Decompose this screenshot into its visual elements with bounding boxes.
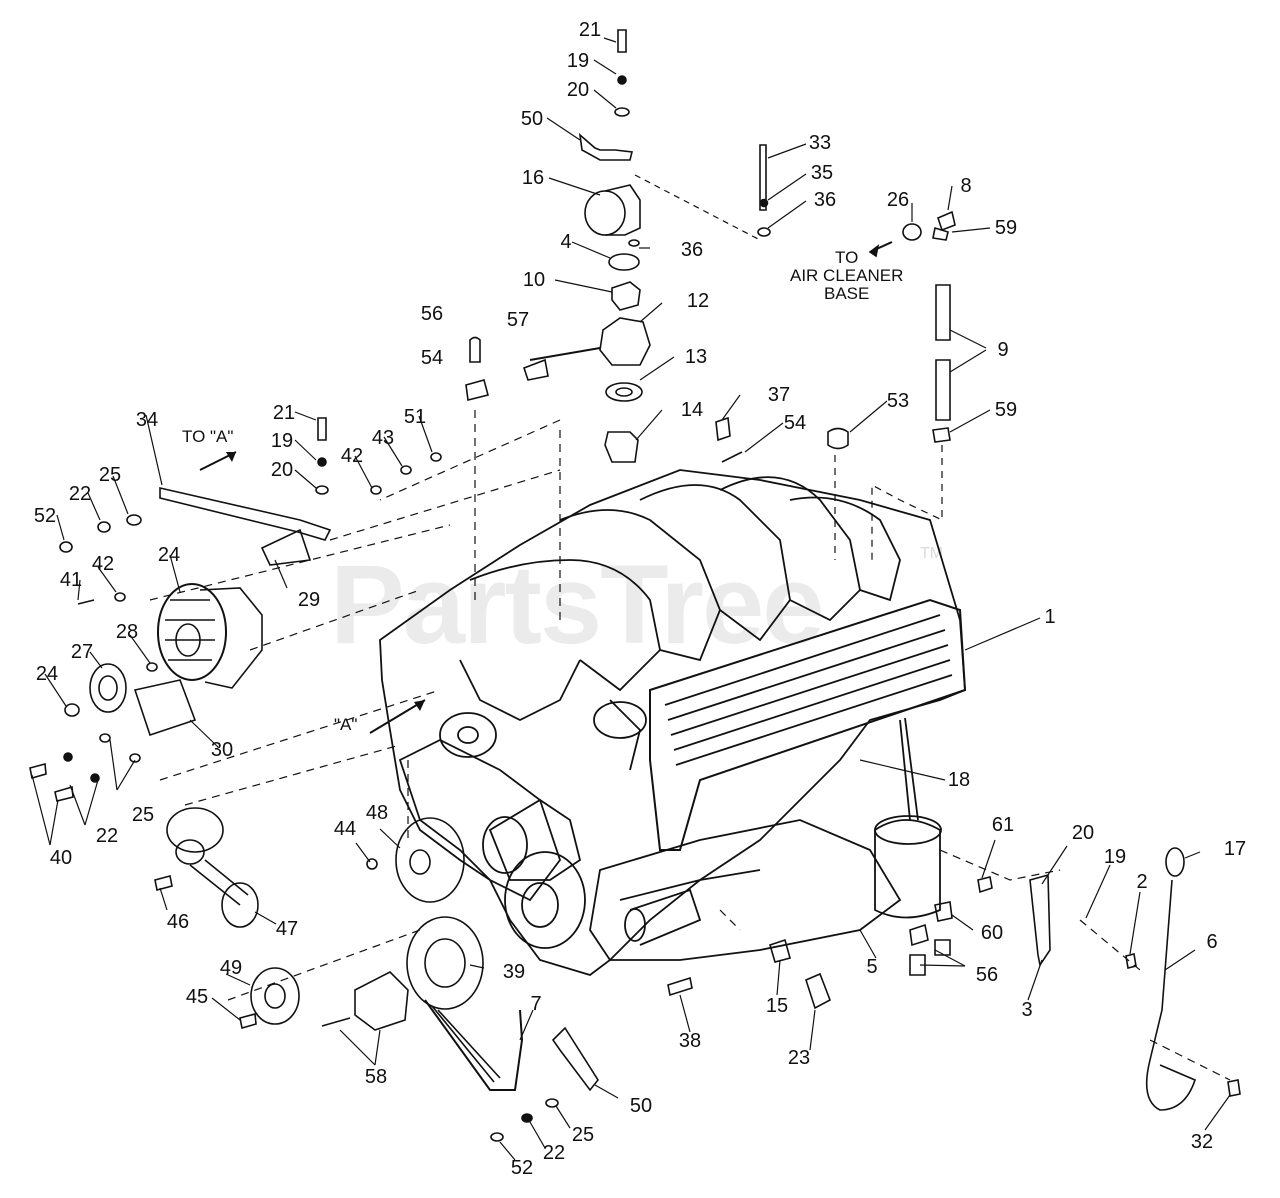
callout-37[interactable]: 37	[767, 384, 791, 406]
callout-39[interactable]: 39	[502, 961, 526, 983]
callout-9[interactable]: 9	[997, 339, 1009, 361]
callout-43[interactable]: 43	[371, 427, 395, 449]
callout-19[interactable]: 19	[1103, 846, 1127, 868]
callout-20[interactable]: 20	[1071, 822, 1095, 844]
callout-54[interactable]: 54	[420, 347, 444, 369]
watermark-trademark: TM	[920, 545, 944, 562]
callout-8[interactable]: 8	[960, 175, 972, 197]
callout-22[interactable]: 22	[542, 1142, 566, 1164]
callout-51[interactable]: 51	[403, 406, 427, 428]
callout-36[interactable]: 36	[813, 189, 837, 211]
hose-assembly	[715, 210, 956, 560]
leader-lines	[31, 37, 1231, 1161]
callout-38[interactable]: 38	[678, 1030, 702, 1052]
callout-54[interactable]: 54	[783, 412, 807, 434]
callout-53[interactable]: 53	[886, 390, 910, 412]
callout-57[interactable]: 57	[506, 309, 530, 331]
callout-29[interactable]: 29	[297, 589, 321, 611]
callout-59[interactable]: 59	[994, 217, 1018, 239]
note-a-mark: "A"	[334, 715, 358, 734]
callout-19[interactable]: 19	[566, 50, 590, 72]
callout-15[interactable]: 15	[765, 995, 789, 1017]
callout-12[interactable]: 12	[686, 290, 710, 312]
note-air-cleaner: TO AIR CLEANER BASE	[790, 249, 903, 303]
callout-27[interactable]: 27	[70, 641, 94, 663]
callout-41[interactable]: 41	[59, 569, 83, 591]
callout-6[interactable]: 6	[1206, 931, 1218, 953]
callout-5[interactable]: 5	[866, 956, 878, 978]
callout-16[interactable]: 16	[521, 167, 545, 189]
callout-52[interactable]: 52	[510, 1157, 534, 1179]
callout-35[interactable]: 35	[810, 162, 834, 184]
callout-49[interactable]: 49	[219, 957, 243, 979]
callout-58[interactable]: 58	[364, 1066, 388, 1088]
callout-26[interactable]: 26	[886, 189, 910, 211]
callout-13[interactable]: 13	[684, 346, 708, 368]
callout-25[interactable]: 25	[571, 1124, 595, 1146]
callout-3[interactable]: 3	[1021, 999, 1033, 1021]
callout-21[interactable]: 21	[272, 402, 296, 424]
callout-21[interactable]: 21	[578, 19, 602, 41]
callout-47[interactable]: 47	[275, 918, 299, 940]
callout-36[interactable]: 36	[680, 239, 704, 261]
callout-23[interactable]: 23	[787, 1047, 811, 1069]
callout-20[interactable]: 20	[270, 459, 294, 481]
callout-42[interactable]: 42	[340, 445, 364, 467]
callout-24[interactable]: 24	[157, 544, 181, 566]
callout-52[interactable]: 52	[33, 505, 57, 527]
callout-4[interactable]: 4	[560, 231, 572, 253]
callout-40[interactable]: 40	[49, 847, 73, 869]
alternator-assembly	[29, 417, 1241, 1142]
callout-48[interactable]: 48	[365, 802, 389, 824]
note-air-cleaner-line-1: TO	[835, 248, 859, 267]
callout-19[interactable]: 19	[270, 430, 294, 452]
thermostat-assembly	[465, 29, 771, 463]
note-to-a: TO "A"	[182, 427, 234, 446]
callout-45[interactable]: 45	[185, 986, 209, 1008]
callout-32[interactable]: 32	[1190, 1131, 1214, 1153]
callout-2[interactable]: 2	[1136, 871, 1148, 893]
callout-1[interactable]: 1	[1044, 606, 1056, 628]
callout-42[interactable]: 42	[91, 553, 115, 575]
callout-46[interactable]: 46	[166, 911, 190, 933]
engine-block	[379, 469, 967, 976]
callout-60[interactable]: 60	[980, 922, 1004, 944]
note-air-cleaner-line-3: BASE	[824, 283, 870, 303]
callout-44[interactable]: 44	[333, 818, 357, 840]
callout-20[interactable]: 20	[566, 79, 590, 101]
callout-25[interactable]: 25	[131, 804, 155, 826]
callout-59[interactable]: 59	[994, 399, 1018, 421]
guide-lines	[149, 410, 1231, 1081]
callout-14[interactable]: 14	[680, 399, 704, 421]
callout-17[interactable]: 17	[1223, 838, 1247, 860]
callout-56[interactable]: 56	[420, 303, 444, 325]
note-air-cleaner-line-2: AIR CLEANER	[790, 265, 904, 285]
callout-22[interactable]: 22	[95, 825, 119, 847]
callout-28[interactable]: 28	[115, 621, 139, 643]
callout-30[interactable]: 30	[210, 739, 234, 761]
callout-10[interactable]: 10	[522, 269, 546, 291]
callout-7[interactable]: 7	[530, 993, 542, 1015]
callout-25[interactable]: 25	[98, 464, 122, 486]
callout-50[interactable]: 50	[629, 1095, 653, 1117]
callout-56[interactable]: 56	[975, 964, 999, 986]
watermark: PartsTree	[330, 542, 825, 667]
callout-33[interactable]: 33	[808, 132, 832, 154]
callout-18[interactable]: 18	[947, 769, 971, 791]
callout-22[interactable]: 22	[68, 483, 92, 505]
callout-34[interactable]: 34	[135, 409, 159, 431]
callout-61[interactable]: 61	[991, 814, 1015, 836]
callout-50[interactable]: 50	[520, 108, 544, 130]
callout-24[interactable]: 24	[35, 663, 59, 685]
